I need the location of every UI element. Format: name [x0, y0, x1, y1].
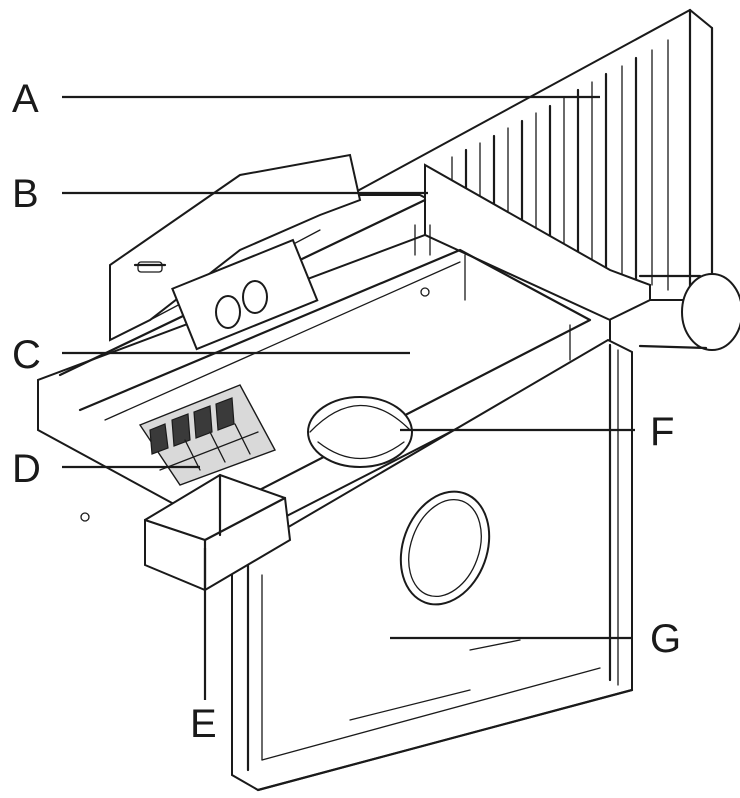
port-left-icon [215, 295, 241, 329]
cylinder-end [681, 273, 740, 351]
screw-icon [420, 287, 430, 297]
screw-icon [80, 512, 90, 522]
callout-label-a: A [12, 77, 39, 121]
callout-leaders [62, 95, 635, 700]
port-right-icon [242, 280, 268, 314]
callout-label-c: C [12, 333, 41, 377]
callout-label-g: G [650, 617, 681, 661]
cover-opening [399, 490, 491, 606]
callout-label-e: E [190, 702, 217, 746]
mounting-bracket [80, 473, 292, 592]
front-cover-plate [231, 338, 634, 792]
dome-sensor [307, 396, 413, 468]
rear-bracket [109, 153, 362, 351]
terminal-block [138, 384, 276, 486]
heat-sink-housing [349, 8, 740, 351]
callout-labels: A B C D E F G [12, 77, 681, 746]
callout-label-d: D [12, 447, 41, 491]
callout-label-b: B [12, 172, 39, 216]
callout-label-f: F [650, 410, 674, 454]
heat-sink-fins [451, 39, 669, 291]
